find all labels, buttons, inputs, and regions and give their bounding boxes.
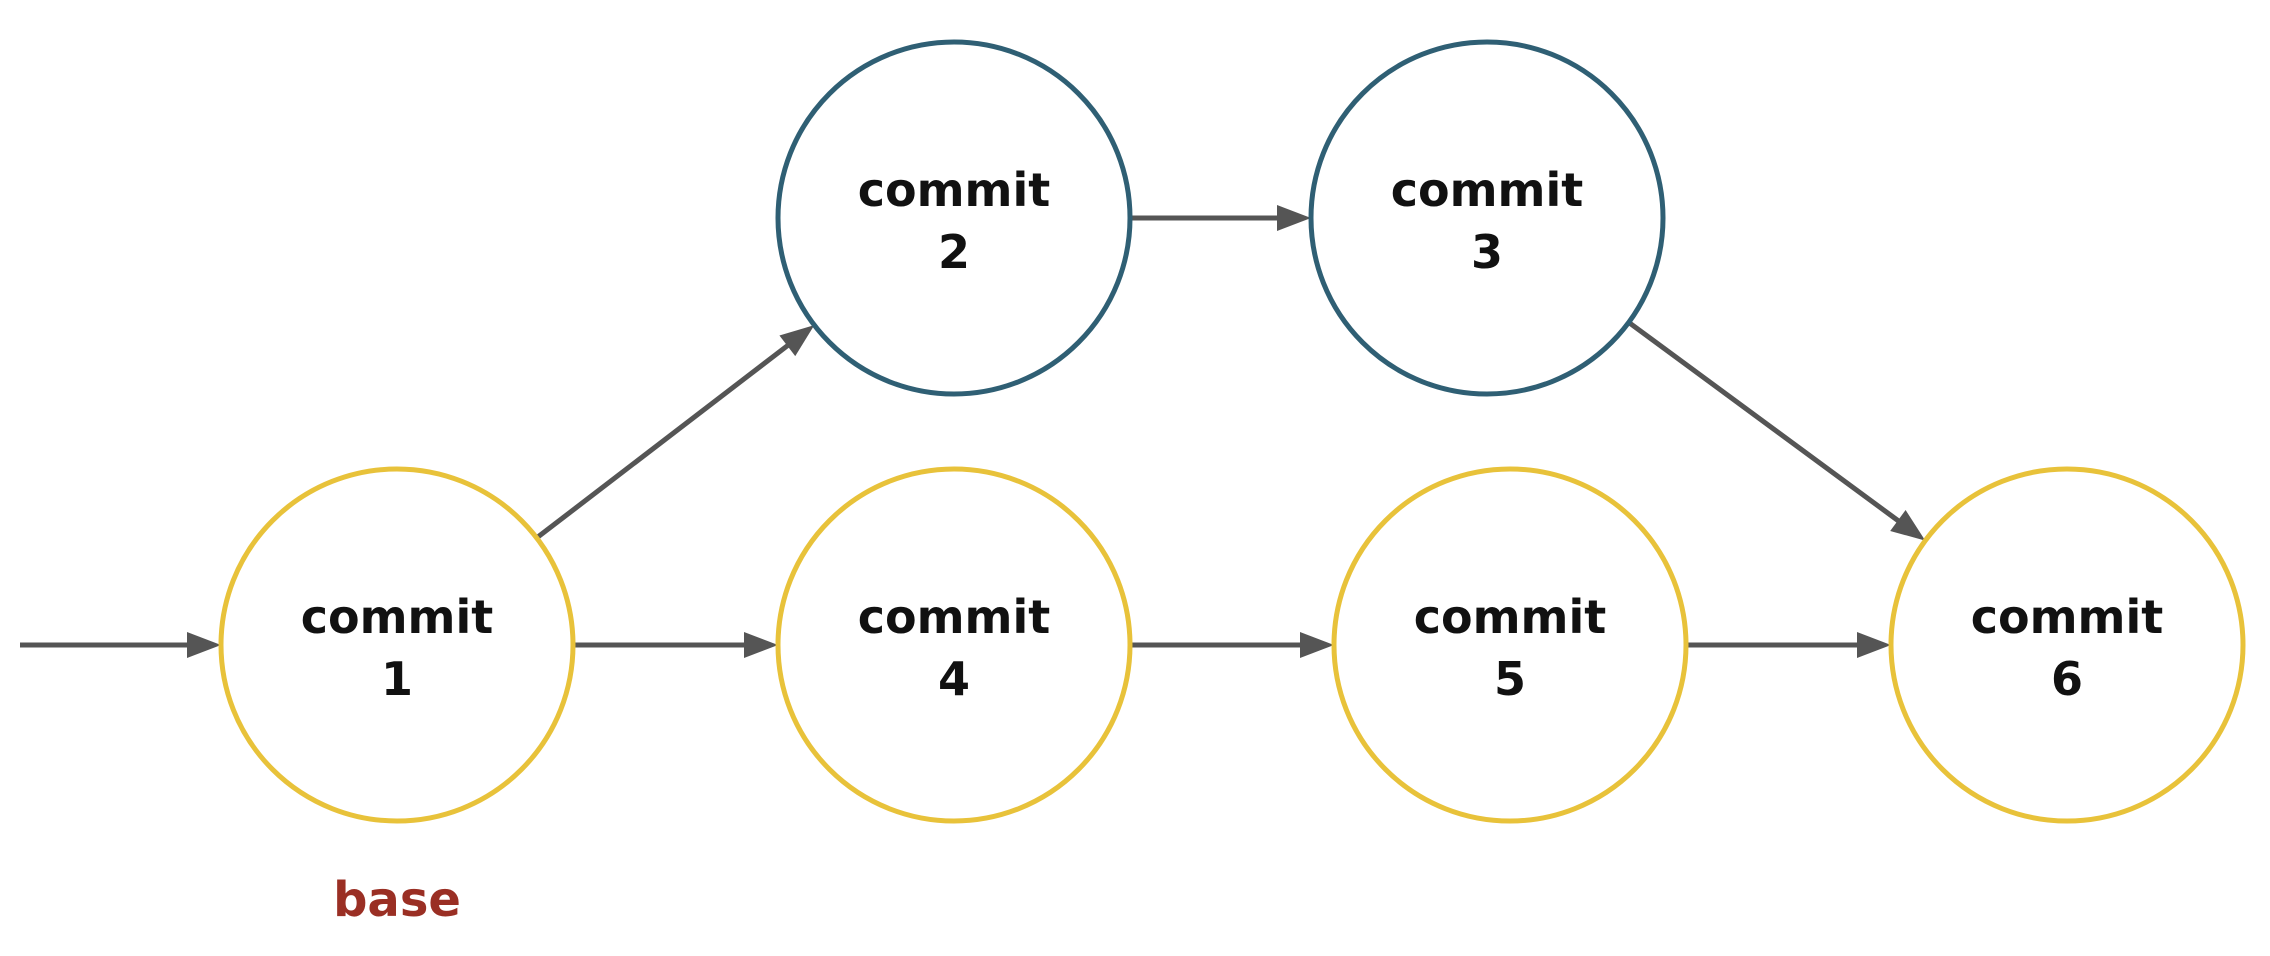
arrowhead-icon [744,632,778,658]
commit-node-1: commit 1 [218,466,576,824]
arrowhead-icon [1890,510,1926,541]
edge-c2-to-c3 [1130,205,1311,231]
commit-node-label: commit [858,590,1051,644]
commit-node-circle [1331,466,1689,824]
commit-node-3: commit 3 [1308,39,1666,397]
commit-node-circle [1888,466,2246,824]
commit-node-label: commit [1971,590,2164,644]
edge-line [1627,320,1901,524]
commit-node-number: 1 [381,652,413,706]
arrowhead-icon [187,632,221,658]
arrowhead-icon [1300,632,1334,658]
commit-node-label: commit [1414,590,1607,644]
arrowhead-icon [779,325,815,357]
commit-node-circle [1308,39,1666,397]
commit-node-label: commit [1391,163,1584,217]
commit-node-circle [775,39,1133,397]
commit-node-number: 3 [1471,225,1503,279]
commit-node-circle [775,466,1133,824]
commit-node-circle [218,466,576,824]
nodes-layer: commit1commit2commit3commit4commit5commi… [218,39,2246,824]
commit-node-5: commit 5 [1331,466,1689,824]
arrowhead-icon [1277,205,1311,231]
commit-node-label: commit [858,163,1051,217]
commit-node-number: 4 [938,652,970,706]
commit-node-6: commit 6 [1888,466,2246,824]
base-label: base [333,872,461,928]
commit-node-label: commit [301,590,494,644]
edge-start-to-c1 [20,632,221,658]
commit-node-2: commit 2 [775,39,1133,397]
commit-node-number: 2 [938,225,970,279]
arrowhead-icon [1857,632,1891,658]
edge-c3-to-c6 [1627,320,1926,541]
edge-c4-to-c5 [1130,632,1334,658]
edge-line [535,342,791,540]
commit-node-number: 5 [1494,652,1526,706]
commit-node-number: 6 [2051,652,2083,706]
commit-node-4: commit 4 [775,466,1133,824]
edge-c1-to-c2 [535,325,815,540]
edges-layer [20,205,1926,658]
edge-c1-to-c4 [573,632,778,658]
edge-c5-to-c6 [1686,632,1891,658]
